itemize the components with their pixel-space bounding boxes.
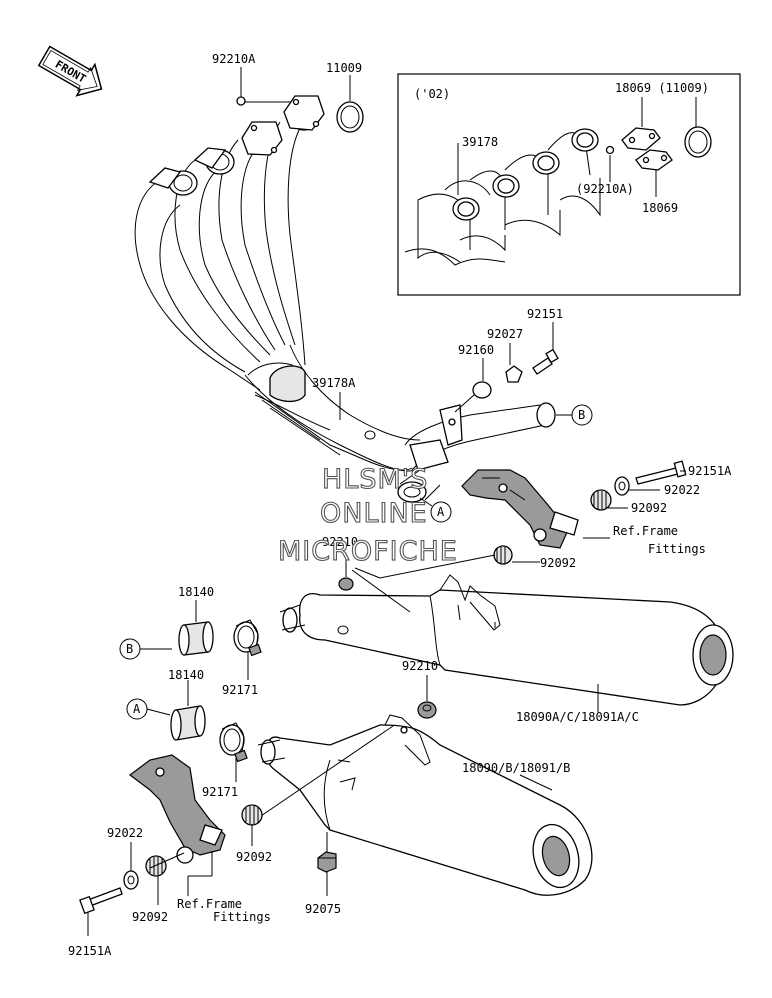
washer-92022-left xyxy=(123,870,139,890)
collar-92027 xyxy=(505,365,523,383)
bolt-92151A-left xyxy=(79,887,123,915)
damper-92092-right-lower xyxy=(493,545,513,565)
label-92151A-left: 92151A xyxy=(68,944,112,958)
inset-leaders xyxy=(457,97,697,197)
inset-nut xyxy=(605,145,615,155)
callout-A-top xyxy=(430,501,452,523)
svg-text:B: B xyxy=(578,408,585,422)
muffler-lower xyxy=(257,714,593,896)
damper-92092-left-lower xyxy=(145,855,167,877)
label-92151: 92151 xyxy=(527,307,563,321)
washer-92022-right xyxy=(614,476,630,496)
front-arrow-icon: FRONT xyxy=(37,45,103,97)
nut-92210-lower xyxy=(417,701,437,719)
label-inset-18069-11009: 18069 (11009) xyxy=(615,81,709,95)
label-18140-upper: 18140 xyxy=(178,585,214,599)
label-ref-frame-left: Ref.Frame xyxy=(177,897,242,911)
label-92092-left-lower: 92092 xyxy=(132,910,168,924)
label-92022-left: 92022 xyxy=(107,826,143,840)
svg-text:HLSM'S: HLSM'S xyxy=(322,464,428,495)
label-92022-right: 92022 xyxy=(664,483,700,497)
svg-text:A: A xyxy=(133,702,141,716)
frame-bracket-left xyxy=(129,754,226,864)
label-92210-lower: 92210 xyxy=(402,659,438,673)
watermark: HLSM'S ONLINE MICROFICHE xyxy=(277,463,458,567)
label-92027: 92027 xyxy=(487,327,523,341)
svg-text:MICROFICHE: MICROFICHE xyxy=(278,536,458,567)
label-92092-left-upper: 92092 xyxy=(236,850,272,864)
label-inset-92210A: (92210A) xyxy=(576,182,634,196)
label-inset-39178: 39178 xyxy=(462,135,498,149)
label-ref-frame-right: Ref.Frame xyxy=(613,524,678,538)
nut-92210-mid xyxy=(338,577,354,591)
label-18090-B-18091-B: 18090/B/18091/B xyxy=(462,761,570,775)
muffler-upper xyxy=(279,574,734,706)
label-fittings-right: Fittings xyxy=(648,542,706,556)
label-18090A-C-18091A-C: 18090A/C/18091A/C xyxy=(516,710,639,724)
damper-92160 xyxy=(472,381,492,399)
label-92171-lower: 92171 xyxy=(202,785,238,799)
exhaust-header-pipes xyxy=(134,95,556,503)
gasket-18140-lower xyxy=(170,705,206,741)
label-39178A: 39178A xyxy=(312,376,356,390)
callout-B-top xyxy=(571,404,593,426)
label-92092-right-lower: 92092 xyxy=(540,556,576,570)
damper-92092-right-upper xyxy=(590,489,612,511)
bolt-92151A-right xyxy=(635,460,687,485)
label-11009: 11009 xyxy=(326,61,362,75)
label-92075: 92075 xyxy=(305,902,341,916)
svg-text:A: A xyxy=(437,505,445,519)
gasket-18140-upper xyxy=(178,621,214,656)
label-92151A-right: 92151A xyxy=(688,464,732,478)
frame-bracket-right xyxy=(461,469,579,549)
label-92092-right-upper: 92092 xyxy=(631,501,667,515)
label-fittings-left: Fittings xyxy=(213,910,271,924)
inset-year-label: ('02) xyxy=(414,87,450,101)
label-92160: 92160 xyxy=(458,343,494,357)
inset-flange-upper xyxy=(621,127,661,151)
label-92210A: 92210A xyxy=(212,52,256,66)
svg-text:B: B xyxy=(126,642,133,656)
damper-92075 xyxy=(317,851,337,873)
label-92210-mid: 92210 xyxy=(322,535,358,549)
clamp-92171-upper xyxy=(233,619,262,657)
label-inset-18069: 18069 xyxy=(642,201,678,215)
inset-box-2002 xyxy=(397,73,741,296)
nut-92210A xyxy=(236,96,246,106)
damper-92092-left-upper xyxy=(241,804,263,826)
label-18140-lower: 18140 xyxy=(168,668,204,682)
svg-text:ONLINE: ONLINE xyxy=(320,498,428,529)
clamp-92171-lower xyxy=(219,722,248,763)
inset-flange-lower xyxy=(635,149,673,171)
bolt-92151 xyxy=(532,348,559,375)
inset-exhaust-header xyxy=(404,128,601,266)
label-92171-upper: 92171 xyxy=(222,683,258,697)
